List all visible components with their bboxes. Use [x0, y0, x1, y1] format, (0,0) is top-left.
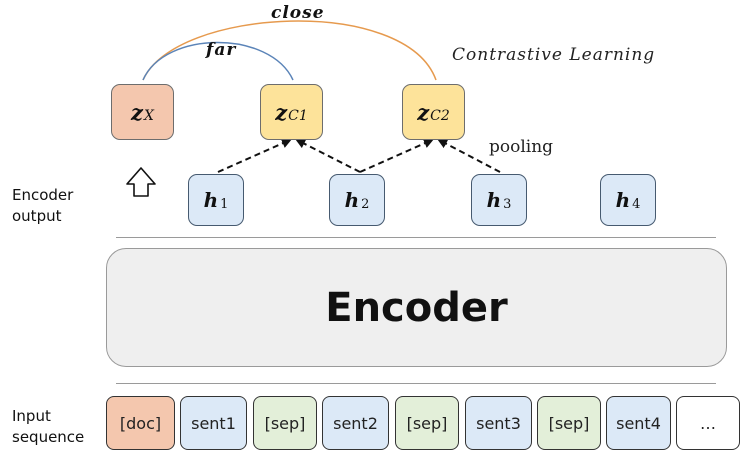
bottom-divider: [116, 383, 716, 384]
pooling-label: pooling: [489, 137, 554, 157]
far-arc: [142, 41, 294, 81]
token-sep-2: [sep]: [395, 396, 459, 450]
encoder-output-label: Encoder output: [12, 186, 74, 225]
token-sent1: sent1: [180, 396, 247, 450]
input-sequence-label: Input sequence: [12, 407, 85, 446]
token-sent2: sent2: [322, 396, 389, 450]
token-sent3: sent3: [465, 396, 532, 450]
up-arrow-icon: [126, 167, 156, 197]
token-sep-1: [sep]: [253, 396, 317, 450]
token-doc: [doc]: [106, 396, 175, 450]
top-divider: [116, 237, 716, 238]
pool-arrow-h3-zc2: [437, 139, 501, 173]
pool-arrow-h1-zc1: [217, 138, 292, 173]
close-arc: [142, 20, 437, 81]
contrastive-learning-label: Contrastive Learning: [452, 45, 656, 65]
far-label: far: [206, 40, 237, 60]
token-sent4: sent4: [606, 396, 671, 450]
encoder-label: Encoder: [325, 284, 508, 331]
token-sep-3: [sep]: [537, 396, 601, 450]
close-label: close: [271, 3, 325, 23]
token-ellipsis: …: [676, 396, 740, 450]
encoder-block: Encoder: [106, 248, 727, 367]
pool-arrow-h2-zc1: [295, 139, 361, 173]
pool-arrow-h2-zc2: [359, 138, 434, 173]
